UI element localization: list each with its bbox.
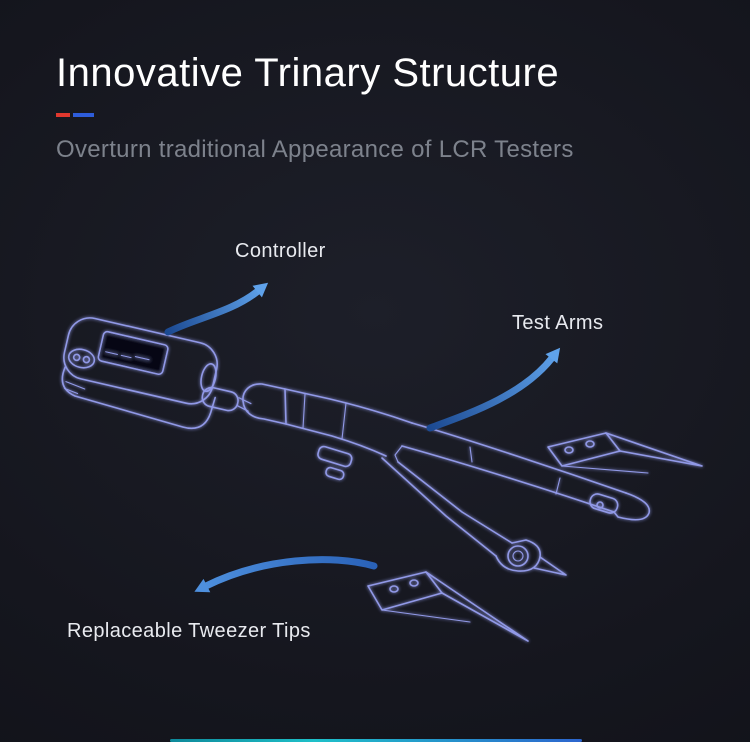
page-title: Innovative Trinary Structure	[56, 51, 560, 95]
header: Innovative Trinary Structure Overturn tr…	[56, 50, 574, 164]
label-controller: Controller	[235, 240, 326, 262]
tweezer-tips-arrow-icon	[194, 556, 378, 593]
accent-red-segment	[56, 113, 70, 117]
label-tweezer-tips: Replaceable Tweezer Tips	[67, 620, 311, 642]
page-subtitle: Overturn traditional Appearance of LCR T…	[56, 136, 574, 163]
annotation-arrows	[164, 282, 561, 593]
label-test-arms: Test Arms	[512, 312, 604, 334]
controller-wireframe	[61, 317, 218, 430]
controller-arrow-icon	[164, 282, 269, 336]
tweezer-tip-top-wireframe	[547, 432, 703, 474]
bottom-divider	[170, 739, 582, 742]
tweezer-tip-bottom-wireframe	[367, 571, 529, 642]
test-arms-arrow-icon	[426, 347, 561, 432]
accent-blue-segment	[73, 113, 94, 117]
test-arms-wireframe	[242, 383, 651, 576]
title-accent-underline	[56, 113, 574, 117]
